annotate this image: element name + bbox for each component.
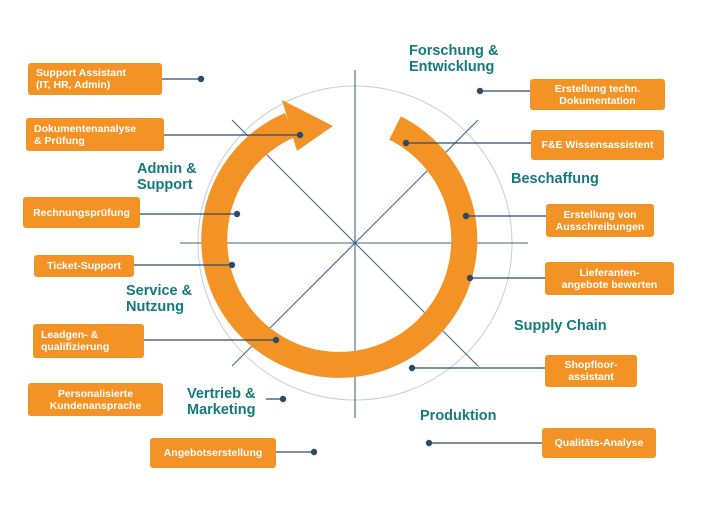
usecase-ticket-support: Ticket-Support	[34, 255, 134, 277]
usecase-ausschreibungen: Erstellung von Ausschreibungen	[546, 204, 654, 237]
usecase-leadgen: Leadgen- & qualifizierung	[33, 324, 144, 358]
connector-dot	[408, 364, 416, 372]
usecase-qualitaet: Qualitäts-Analyse	[542, 428, 656, 458]
category-forschung: Forschung & Entwicklung	[409, 43, 499, 75]
connectors	[134, 75, 546, 456]
usecase-lieferanten: Lieferanten- angebote bewerten	[545, 262, 674, 295]
usecase-dokumentenanalyse: Dokumentenanalyse & Prüfung	[26, 118, 164, 151]
usecase-erstellung-doku: Erstellung techn. Dokumentation	[530, 79, 665, 110]
usecase-shopfloor: Shopfloor- assistant	[545, 355, 637, 387]
connector-dot	[462, 212, 470, 220]
category-supply-chain: Supply Chain	[514, 318, 607, 334]
connector-dot	[310, 448, 318, 456]
connector-dot	[466, 274, 474, 282]
cycle-arrow-ring	[201, 113, 478, 378]
connector-dot	[402, 139, 410, 147]
category-admin: Admin & Support	[137, 161, 197, 193]
connector-dot	[228, 261, 236, 269]
usecase-angebotserstellung: Angebotserstellung	[150, 438, 276, 468]
connector-dot	[296, 131, 304, 139]
connector-dot	[279, 395, 287, 403]
connector-dot	[425, 439, 433, 447]
cycle-arrow-head	[282, 100, 333, 151]
category-vertrieb: Vertrieb & Marketing	[187, 386, 256, 418]
category-service: Service & Nutzung	[126, 283, 193, 315]
usecase-fe-wissen: F&E Wissensassistent	[531, 130, 664, 160]
connector-dot	[476, 87, 484, 95]
usecase-support-assistant: Support Assistant (IT, HR, Admin)	[28, 63, 162, 95]
usecase-rechnungspruefung: Rechnungsprüfung	[23, 197, 140, 228]
connector-dot	[272, 336, 280, 344]
connector-dot	[197, 75, 205, 83]
connector-dot	[233, 210, 241, 218]
category-produktion: Produktion	[420, 408, 497, 424]
category-beschaffung: Beschaffung	[511, 171, 599, 187]
usecase-personalisierte: Personalisierte Kundenansprache	[28, 383, 163, 416]
